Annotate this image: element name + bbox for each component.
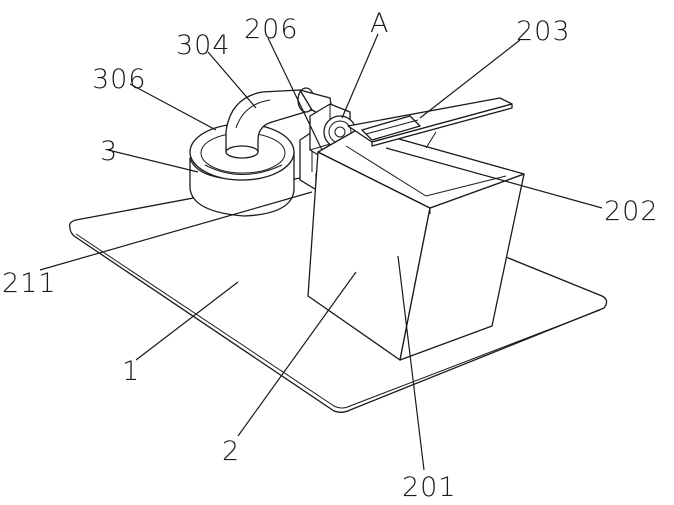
label-304: 304	[176, 30, 231, 61]
leader-lines	[39, 33, 603, 471]
label-203: 203	[516, 16, 571, 47]
collection-box	[307, 127, 525, 361]
label-201: 201	[402, 472, 457, 503]
label-3: 3	[100, 136, 118, 167]
label-211: 211	[2, 268, 57, 299]
label-202: 202	[604, 196, 659, 227]
label-1: 1	[122, 356, 140, 387]
label-306: 306	[92, 64, 147, 95]
label-2: 2	[222, 436, 240, 467]
lid-assembly	[347, 97, 513, 149]
reference-labels: 3 306 304 206 A 203 202 211 1 2 201	[2, 8, 659, 503]
elbow-pipe	[225, 87, 335, 159]
label-206: 206	[244, 14, 299, 45]
label-A: A	[370, 8, 389, 39]
